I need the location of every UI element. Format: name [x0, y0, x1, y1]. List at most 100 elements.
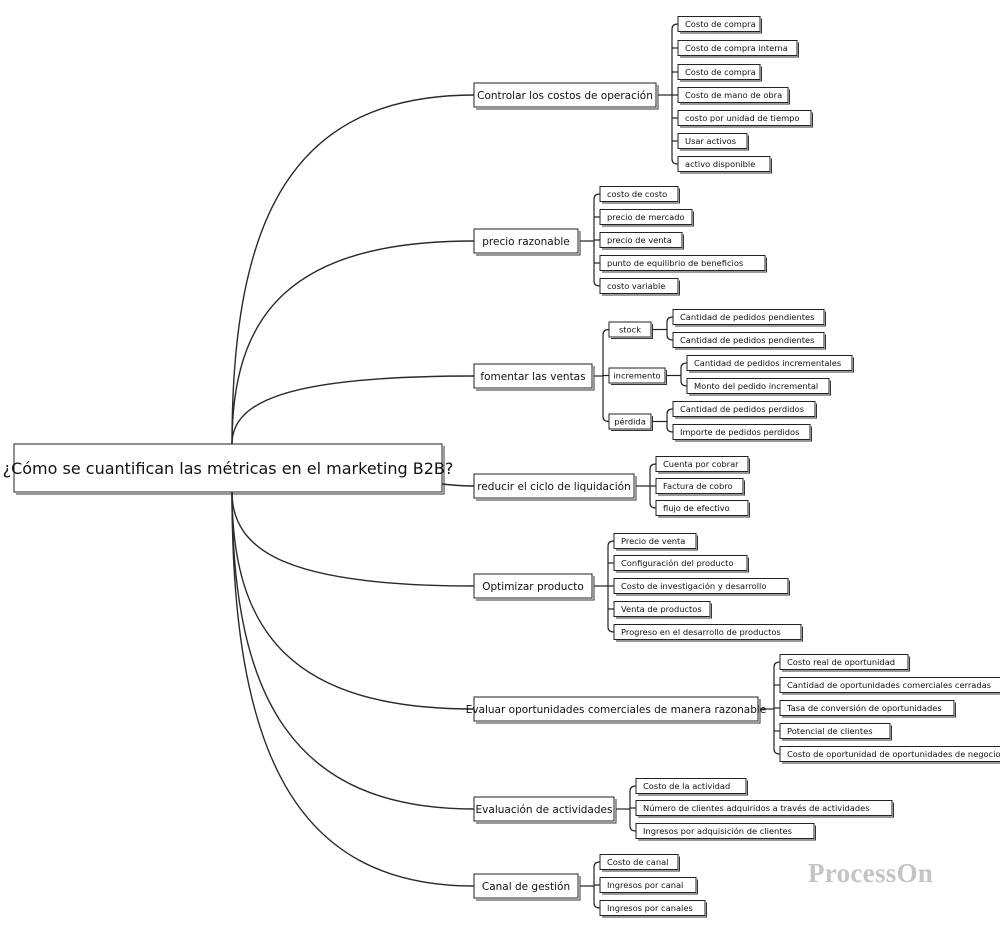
leaf-precio-de-venta-box [613, 533, 697, 549]
leaf-costo-de-compra-interna: Costo de compra interna [677, 40, 799, 58]
leaf-cantidad-de-pedidos-incrementales: Cantidad de pedidos incrementales [686, 355, 854, 373]
branch-evaluar-oportunidades-comerciales-de-man-label: Evaluar oportunidades comerciales de man… [466, 704, 767, 716]
leaf-cantidad-de-pedidos-pendientes-shadow [675, 311, 826, 327]
branch-precio-razonable: precio razonable [473, 228, 581, 256]
branch-fomentar-las-ventas-bracket-tick-2 [602, 416, 610, 423]
leaf-tasa-de-conversion-de-oportunidades: Tasa de conversión de oportunidades [779, 700, 956, 718]
leaf-importe-de-pedidos-perdidos: Importe de pedidos perdidos [672, 424, 812, 442]
leaf-flujo-de-efectivo-box [655, 500, 749, 516]
sub-stock-label: stock [619, 325, 641, 335]
leaf-costo-de-oportunidad-de-oportunidades-de-label: Costo de oportunidad de oportunidades de… [787, 749, 1000, 759]
branch-fomentar-las-ventas-bracket-tick-0 [602, 328, 610, 335]
leaf-costo-de-compra-box [677, 64, 761, 80]
leaf-costo-real-de-oportunidad: Costo real de oportunidad [779, 654, 910, 672]
leaf-cantidad-de-pedidos-pendientes-label: Cantidad de pedidos pendientes [680, 312, 814, 322]
leaf-potencial-de-clientes: Potencial de clientes [779, 723, 892, 741]
leaf-precio-de-mercado-box [599, 209, 693, 225]
leaf-ingresos-por-adquisicion-de-clientes: Ingresos por adquisición de clientes [635, 823, 816, 841]
sub-incremento-bracket-tick-1 [680, 380, 688, 387]
leaf-numero-de-clientes-adquiridos-a-traves-d-label: Número de clientes adquiridos a través d… [643, 803, 870, 813]
branch-reducir-el-ciclo-de-liquidacion-bracket-tick-2 [649, 502, 657, 509]
branch-reducir-el-ciclo-de-liquidacion-shadow [476, 476, 637, 501]
leaf-precio-de-venta-box [599, 232, 683, 248]
leaf-venta-de-productos-label: Venta de productos [621, 604, 702, 614]
leaf-costo-de-compra: Costo de compra [677, 64, 762, 82]
leaf-costo-variable-box [599, 278, 679, 294]
leaf-ingresos-por-adquisicion-de-clientes-shadow [638, 825, 816, 841]
leaf-cantidad-de-pedidos-incrementales-label: Cantidad de pedidos incrementales [694, 358, 841, 368]
branch-reducir-el-ciclo-de-liquidacion-label: reducir el ciclo de liquidación [477, 481, 630, 493]
branch-controlar-los-costos-de-operacion-shadow [476, 85, 659, 110]
leaf-costo-de-compra-interna-box [677, 40, 798, 56]
root-curve-2 [231, 375, 475, 445]
leaf-potencial-de-clientes-shadow [782, 725, 892, 741]
leaf-progreso-en-el-desarrollo-de-productos: Progreso en el desarrollo de productos [613, 624, 803, 642]
branch-controlar-los-costos-de-operacion-label: Controlar los costos de operación [477, 90, 653, 102]
leaf-costo-de-costo: costo de costo [599, 186, 680, 204]
leaf-costo-de-compra-label: Costo de compra [685, 67, 756, 77]
leaf-ingresos-por-canal-shadow [602, 879, 698, 895]
branch-evaluacion-de-actividades-shadow [476, 799, 617, 824]
sub-stock: stock [608, 321, 653, 339]
leaf-punto-de-equilibrio-de-beneficios-box [599, 255, 766, 271]
leaf-costo-de-canal-label: Costo de canal [607, 857, 668, 867]
leaf-venta-de-productos-box [613, 601, 711, 617]
sub-incremento-box [608, 367, 666, 384]
leaf-cantidad-de-pedidos-incrementales-shadow [689, 357, 854, 373]
leaf-costo-de-investigacion-y-desarrollo: Costo de investigación y desarrollo [613, 578, 790, 596]
branch-fomentar-las-ventas-label: fomentar las ventas [480, 371, 585, 383]
branch-canal-de-gestion-bracket-tick-0 [593, 861, 601, 868]
leaf-cuenta-por-cobrar-label: Cuenta por cobrar [663, 459, 739, 469]
branch-precio-razonable-box [473, 228, 579, 254]
leaf-usar-activos-box [677, 133, 748, 149]
branch-canal-de-gestion-box [473, 873, 579, 899]
leaf-monto-del-pedido-incremental-box [686, 378, 830, 394]
leaf-costo-de-compra-interna-label: Costo de compra interna [685, 43, 788, 53]
leaf-venta-de-productos-shadow [616, 603, 712, 619]
branch-evaluar-oportunidades-comerciales-de-man-bracket-tick-4 [773, 748, 781, 755]
branch-canal-de-gestion: Canal de gestión [473, 873, 581, 901]
sub-incremento-shadow [611, 370, 667, 385]
leaf-cantidad-de-pedidos-pendientes-box [672, 332, 825, 348]
branch-optimizar-producto-bracket-tick-0 [607, 540, 615, 547]
root-node-shadow [16, 446, 445, 495]
sub-perdida-label: pérdida [614, 417, 646, 427]
leaf-costo-de-compra-shadow [680, 18, 762, 34]
leaf-factura-de-cobro-box [655, 478, 744, 494]
leaf-activo-disponible-label: activo disponible [685, 159, 755, 169]
leaf-precio-de-venta-label: precio de venta [607, 235, 672, 245]
processon-watermark: ProcessOn [808, 858, 934, 888]
leaf-numero-de-clientes-adquiridos-a-traves-d-shadow [638, 802, 894, 818]
leaf-factura-de-cobro-label: Factura de cobro [663, 481, 733, 491]
leaf-cantidad-de-pedidos-perdidos: Cantidad de pedidos perdidos [672, 401, 817, 419]
leaf-usar-activos: Usar activos [677, 133, 749, 151]
leaf-costo-variable-label: costo variable [607, 281, 665, 291]
branch-canal-de-gestion-bracket-tick-2 [593, 902, 601, 909]
leaf-costo-de-oportunidad-de-oportunidades-de-box [779, 746, 1000, 762]
sub-incremento-label: incremento [613, 371, 660, 381]
leaf-flujo-de-efectivo-label: flujo de efectivo [663, 503, 730, 513]
nodes: ¿Cómo se cuantifican las métricas en el … [3, 16, 1000, 918]
branch-controlar-los-costos-de-operacion-bracket-tick-6 [671, 158, 679, 165]
leaf-costo-de-compra-shadow [680, 66, 762, 82]
root-curve-3 [441, 483, 475, 487]
leaf-ingresos-por-canales: Ingresos por canales [599, 900, 707, 918]
sub-perdida-shadow [611, 416, 653, 431]
leaf-costo-de-mano-de-obra: Costo de mano de obra [677, 87, 790, 105]
leaf-flujo-de-efectivo: flujo de efectivo [655, 500, 750, 518]
leaf-potencial-de-clientes-box [779, 723, 891, 739]
branch-precio-razonable-shadow [476, 231, 581, 256]
leaf-tasa-de-conversion-de-oportunidades-label: Tasa de conversión de oportunidades [786, 703, 942, 713]
leaf-numero-de-clientes-adquiridos-a-traves-d-box [635, 800, 893, 816]
leaf-activo-disponible: activo disponible [677, 156, 772, 174]
sub-perdida-box [608, 413, 652, 430]
leaf-punto-de-equilibrio-de-beneficios: punto de equilibrio de beneficios [599, 255, 767, 273]
branch-controlar-los-costos-de-operacion-box [473, 82, 657, 108]
branch-canal-de-gestion-shadow [476, 876, 581, 901]
leaf-precio-de-mercado-shadow [602, 211, 694, 227]
branch-optimizar-producto-label: Optimizar producto [482, 581, 584, 593]
leaf-precio-de-mercado-label: precio de mercado [607, 212, 685, 222]
leaf-cantidad-de-oportunidades-comerciales-ce: Cantidad de oportunidades comerciales ce… [779, 677, 1000, 695]
branch-evaluacion-de-actividades-label: Evaluación de actividades [476, 804, 613, 816]
leaf-costo-de-investigacion-y-desarrollo-label: Costo de investigación y desarrollo [621, 581, 766, 591]
